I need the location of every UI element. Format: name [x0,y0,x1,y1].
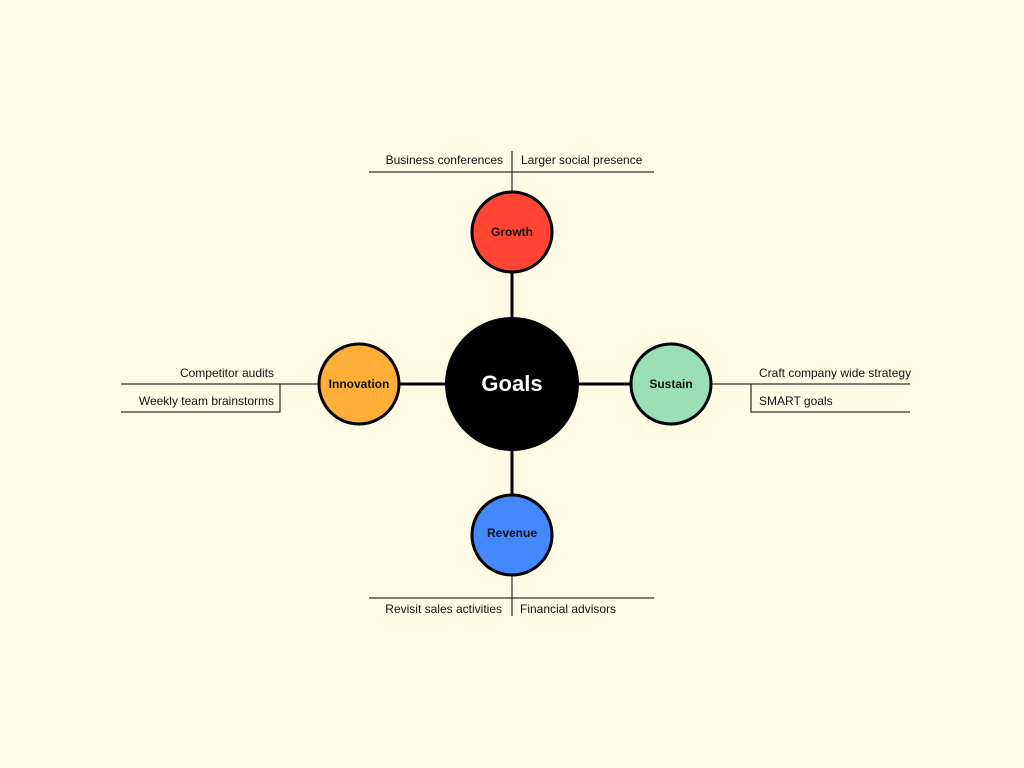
node-revenue-circle[interactable] [470,493,554,577]
node-innovation[interactable]: Innovation [317,342,401,426]
sustain-item-1: Craft company wide strategy [759,366,911,380]
growth-items [369,151,654,192]
node-center-label: Goals [481,371,542,396]
sustain-item-bracket [750,384,910,413]
sustain-item-2: SMART goals [759,394,833,408]
innovation-items [121,383,321,413]
node-growth-circle[interactable] [470,190,554,274]
connectors [400,272,632,495]
node-growth[interactable]: Growth [470,190,554,274]
growth-item-2: Larger social presence [521,153,643,167]
innovation-item-bracket [121,384,281,413]
revenue-item-1: Revisit sales activities [385,602,502,616]
node-revenue-label: Revenue [487,526,537,540]
sustain-items [712,383,910,413]
node-growth-label: Growth [491,225,533,239]
node-sustain-label: Sustain [649,377,692,391]
node-center-circle[interactable] [445,317,579,451]
innovation-item-1: Competitor audits [180,366,274,380]
node-sustain-circle[interactable] [629,342,713,426]
node-sustain[interactable]: Sustain [629,342,713,426]
node-center[interactable]: Goals [445,317,579,451]
node-revenue[interactable]: Revenue [470,493,554,577]
node-innovation-label: Innovation [329,377,390,391]
node-innovation-circle[interactable] [317,342,401,426]
growth-item-1: Business conferences [386,153,503,167]
revenue-item-2: Financial advisors [520,602,616,616]
revenue-items [369,575,654,616]
innovation-item-2: Weekly team brainstorms [139,394,274,408]
